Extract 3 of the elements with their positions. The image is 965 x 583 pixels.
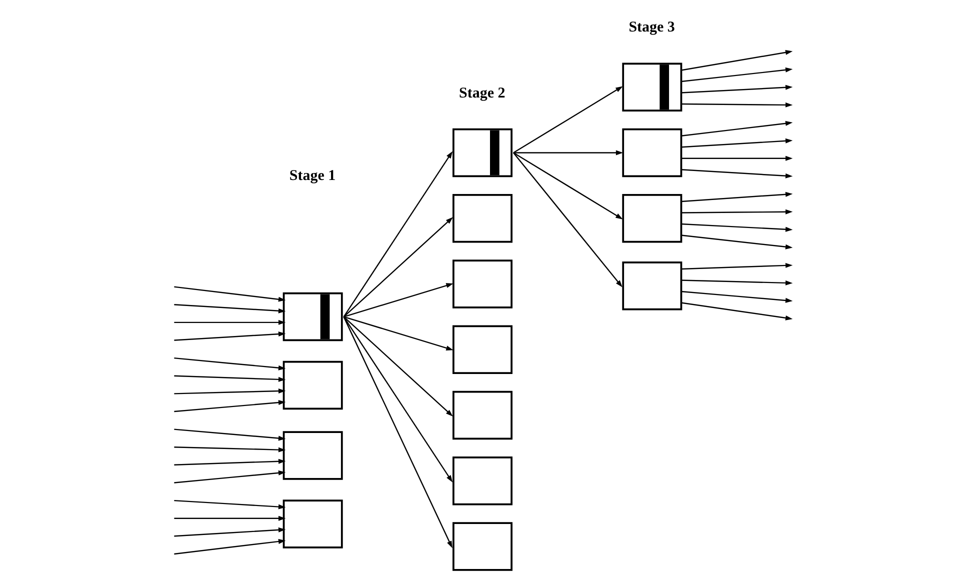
label: Stage 2 bbox=[459, 85, 506, 102]
label: Stage 1 bbox=[289, 168, 336, 184]
label: Stage 3 bbox=[628, 20, 675, 36]
